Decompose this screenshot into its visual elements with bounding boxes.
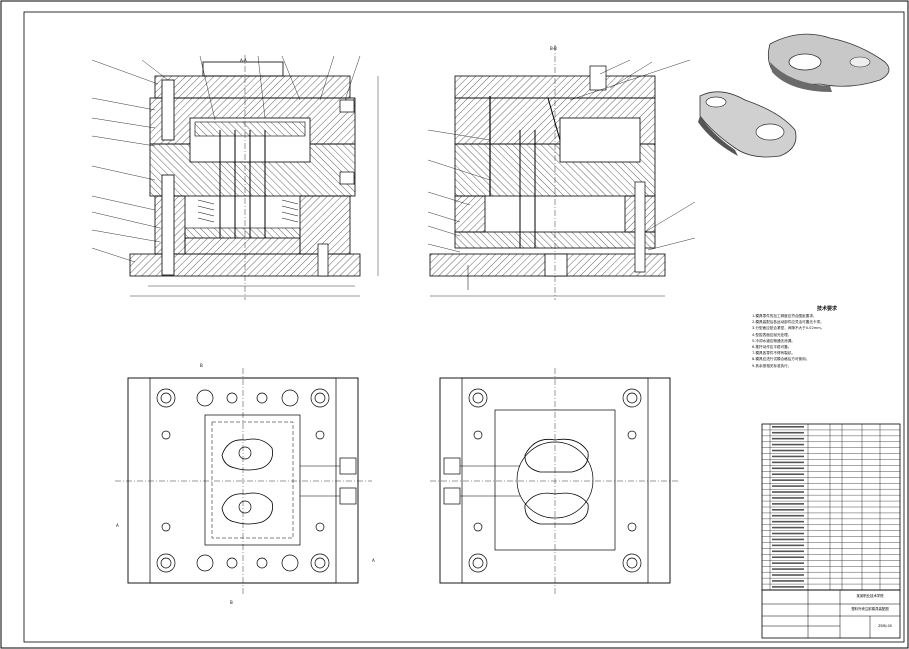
- parts-list-text-placeholder: [772, 544, 804, 547]
- plan-view-fixed-half: [430, 368, 680, 595]
- parts-list-text-placeholder: [772, 580, 804, 582]
- note-item: 7.模具各零件不得有裂纹。: [752, 351, 795, 356]
- part-render-bottom: [698, 91, 797, 158]
- parts-list-text-placeholder: [772, 568, 804, 570]
- parts-list-text-placeholder: [772, 461, 804, 464]
- parts-list-text-placeholder: [772, 449, 804, 452]
- parts-list-text-placeholder: [772, 509, 804, 511]
- part-render-top: [767, 33, 890, 92]
- note-item: 9.其余按相关标准执行。: [752, 363, 792, 368]
- parts-list-text-placeholder: [772, 550, 804, 553]
- cut-label-b-bottom: B: [230, 600, 233, 605]
- parts-list-text-placeholder: [772, 437, 804, 440]
- cut-label-a-right: A: [372, 558, 375, 563]
- note-item: 8.模具应进行试模合格后方可使用。: [752, 357, 810, 362]
- parts-list-text-placeholder: [772, 485, 804, 487]
- section-bb-label: B-B: [550, 46, 557, 51]
- note-item: 4.型腔表面应抛光处理。: [752, 332, 792, 337]
- note-item: 6.推杆动作应平稳可靠。: [752, 345, 792, 350]
- parts-list-text-placeholder: [772, 455, 804, 458]
- section-aa-label: A-A: [240, 58, 247, 63]
- cut-label-a-left: A: [116, 523, 119, 528]
- parts-list-text-placeholder: [772, 562, 804, 564]
- parts-list-table: [761, 423, 901, 591]
- section-view-bb: B-B: [427, 45, 696, 300]
- parts-list-text-placeholder: [772, 520, 804, 523]
- parts-list-text-placeholder: [772, 574, 804, 576]
- parts-list-text-placeholder: [772, 491, 804, 493]
- parts-list-text-placeholder: [772, 586, 804, 588]
- drawing-frame: [23, 11, 905, 643]
- plan-view-moving-half: A A B B: [115, 363, 375, 605]
- parts-list-text-placeholder: [772, 497, 804, 499]
- note-item: 3.分型面应贴合紧密，间隙不大于0.02mm。: [752, 326, 825, 331]
- parts-list-text-placeholder: [772, 532, 804, 535]
- parts-list-text-placeholder: [772, 503, 804, 505]
- note-item: 5.冷却水道应畅通无泄漏。: [752, 338, 795, 343]
- title-block: [761, 589, 901, 639]
- note-item: 1.模具零件的加工精度应符合图纸要求。: [752, 314, 817, 318]
- parts-list-text-placeholder: [772, 473, 804, 476]
- title-block-drawing-no: ZSMJ-00: [878, 624, 892, 628]
- section-view-aa: A-A: [91, 55, 379, 300]
- technical-requirements: 技术要求 1.模具零件的加工精度应符合图纸要求。 2.模具装配后各运动部件应灵活…: [752, 305, 902, 369]
- title-block-school: 某某职业技术学院: [856, 594, 884, 598]
- parts-list-text-placeholder: [772, 443, 804, 446]
- parts-list-text-placeholder: [772, 431, 804, 434]
- parts-list-text-placeholder: [772, 426, 804, 428]
- note-item: 2.模具装配后各运动部件应灵活可靠无卡滞。: [752, 320, 824, 325]
- parts-list-text-placeholder: [772, 538, 804, 541]
- parts-list-text-placeholder: [772, 556, 804, 559]
- parts-list-text-placeholder: [772, 526, 804, 529]
- parts-list-text-placeholder: [772, 514, 804, 517]
- cut-label-b-top: B: [200, 363, 203, 368]
- notes-title: 技术要求: [816, 306, 837, 312]
- parts-list-text-placeholder: [772, 479, 804, 481]
- title-block-drawing-name: 塑料外壳注射模具装配图: [851, 607, 889, 611]
- parts-list-text-placeholder: [772, 467, 804, 470]
